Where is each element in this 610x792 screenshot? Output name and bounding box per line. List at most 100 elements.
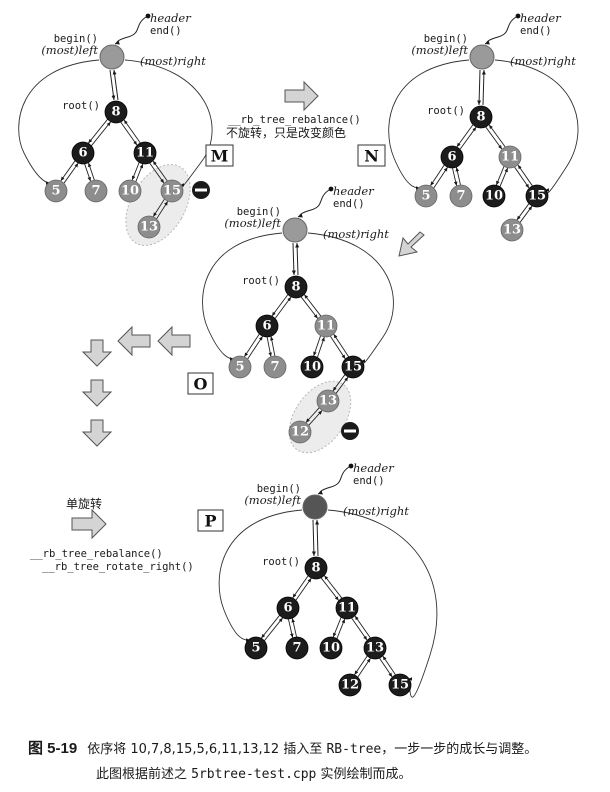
edge-6-8 xyxy=(295,577,312,601)
stage-box-m: M xyxy=(205,144,234,167)
begin-label: begin() xyxy=(257,483,301,495)
edge-13-12 xyxy=(354,655,368,676)
node-6 xyxy=(71,141,95,165)
node-label-13: 13 xyxy=(140,220,158,235)
edge-15-11 xyxy=(152,160,168,182)
single-rotation-label: 单旋转 xyxy=(66,496,102,511)
header-pointer-dot xyxy=(348,463,354,469)
node-label-15: 15 xyxy=(528,189,546,204)
root-header-link xyxy=(112,69,119,101)
rightmost-link xyxy=(494,59,579,194)
edge-11-10 xyxy=(495,166,505,186)
edge-13-15 xyxy=(519,205,533,223)
edge-6-5 xyxy=(260,615,280,639)
edge-5-6 xyxy=(264,617,284,641)
arrow-n-to-o xyxy=(398,231,425,257)
node-12 xyxy=(288,420,312,444)
edge-13-15 xyxy=(156,201,169,220)
node-10 xyxy=(300,355,324,379)
node-label-5: 5 xyxy=(51,184,60,199)
arrow-to-p xyxy=(71,508,107,540)
node-7 xyxy=(449,184,473,208)
edge-11-15 xyxy=(149,162,165,184)
edge-11-8 xyxy=(123,119,141,144)
node-5 xyxy=(414,184,438,208)
edge-6-7 xyxy=(84,163,91,182)
edge-11-8 xyxy=(488,124,506,148)
node-5 xyxy=(44,179,68,203)
edge-6-5 xyxy=(244,333,260,357)
node-15 xyxy=(525,184,549,208)
caption-text-1a: 依序将 10,7,8,15,5,6,11,13,12 插入至 xyxy=(87,742,323,757)
header-node xyxy=(469,44,495,70)
edge-11-10 xyxy=(131,162,140,181)
begin-label: begin() xyxy=(424,33,468,45)
node-label-6: 6 xyxy=(262,319,271,334)
edge-6-7 xyxy=(266,337,272,357)
most-left-label: (most)left xyxy=(224,216,281,230)
node-11 xyxy=(498,145,522,169)
node-label-8: 8 xyxy=(291,280,300,295)
arrow-o-left-2 xyxy=(117,325,151,357)
node-label-8: 8 xyxy=(311,561,320,576)
node-label-7: 7 xyxy=(292,641,301,656)
most-right-label: (most)right xyxy=(510,54,576,68)
node-6 xyxy=(440,145,464,169)
edge-11-15 xyxy=(514,166,530,189)
end-label: end() xyxy=(333,198,365,210)
header-root-link xyxy=(311,519,316,557)
stage-box-p: P xyxy=(197,509,224,532)
node-12 xyxy=(338,673,362,697)
recolor-note: 不旋转，只是改变颜色 xyxy=(226,125,346,140)
caption-code-2: 5rbtree-test.cpp xyxy=(191,767,317,782)
leftmost-link xyxy=(388,59,470,190)
edge-8-11 xyxy=(485,126,503,150)
node-label-10: 10 xyxy=(303,360,321,375)
header-node xyxy=(282,217,308,243)
edge-15-13 xyxy=(152,198,165,217)
end-label: end() xyxy=(353,475,385,487)
node-5 xyxy=(244,636,268,660)
node-label-5: 5 xyxy=(421,189,430,204)
delete-marker-m xyxy=(192,181,210,199)
edge-7-6 xyxy=(291,618,297,637)
edge-10-11 xyxy=(317,336,325,358)
end-label: end() xyxy=(150,25,182,37)
node-label-11: 11 xyxy=(338,601,356,616)
node-7 xyxy=(263,355,287,379)
edge-13-15 xyxy=(335,376,349,394)
node-label-11: 11 xyxy=(501,150,519,165)
most-left-label: (most)left xyxy=(411,43,468,57)
edge-8-11 xyxy=(300,296,319,319)
edge-15-13 xyxy=(332,374,346,392)
edge-6-5 xyxy=(430,164,445,186)
node-8 xyxy=(104,100,128,124)
header-node xyxy=(99,44,125,70)
leftmost-link xyxy=(218,509,303,642)
node-13 xyxy=(316,389,340,413)
edge-11-13 xyxy=(351,617,368,641)
leftmost-link xyxy=(18,59,100,185)
edge-6-7 xyxy=(288,619,294,638)
arrow-down-3 xyxy=(81,419,113,447)
node-15 xyxy=(341,355,365,379)
node-13 xyxy=(500,218,524,242)
stage-box-n: N xyxy=(357,144,386,167)
rightmost-link xyxy=(307,232,394,364)
figure-number: 图 5-19 xyxy=(28,740,78,757)
node-6 xyxy=(276,596,300,620)
header-node xyxy=(302,494,328,520)
root-header-link xyxy=(295,242,300,276)
node-11 xyxy=(335,596,359,620)
node-label-10: 10 xyxy=(121,184,139,199)
edge-15-11 xyxy=(517,164,533,187)
highlight-m xyxy=(125,164,191,246)
edge-8-11 xyxy=(120,121,138,146)
node-8 xyxy=(284,275,308,299)
node-7 xyxy=(84,179,108,203)
edge-11-15 xyxy=(330,336,346,360)
edge-15-13 xyxy=(516,203,530,221)
node-label-7: 7 xyxy=(456,189,465,204)
